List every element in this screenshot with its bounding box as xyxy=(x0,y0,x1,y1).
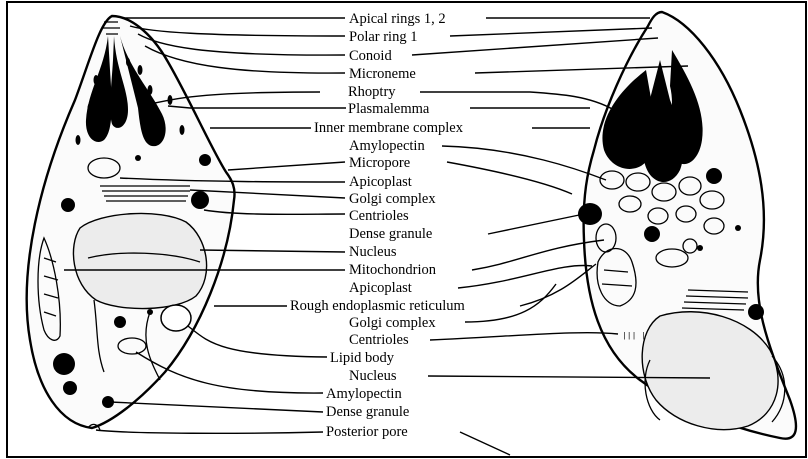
label-dense-granule-bottom: Dense granule xyxy=(326,404,409,420)
label-nucleus-left: Nucleus xyxy=(349,244,397,260)
label-golgi-right: Golgi complex xyxy=(349,315,436,331)
label-inner-membrane-complex: Inner membrane complex xyxy=(314,120,464,136)
left-dense-granule-1 xyxy=(191,191,209,209)
label-rough-er: Rough endoplasmic reticulum xyxy=(290,298,465,314)
label-micropore: Micropore xyxy=(349,155,410,171)
label-lipid-body: Lipid body xyxy=(330,350,395,366)
label-centrioles-right: Centrioles xyxy=(349,332,409,348)
label-apical-rings: Apical rings 1, 2 xyxy=(349,11,446,27)
label-polar-ring: Polar ring 1 xyxy=(349,29,417,45)
label-mitochondrion: Mitochondrion xyxy=(349,262,437,278)
label-amylopectin-bottom: Amylopectin xyxy=(326,386,402,402)
label-conoid: Conoid xyxy=(349,48,392,64)
label-centrioles-left: Centrioles xyxy=(349,208,409,224)
left-lipid-body xyxy=(161,305,191,331)
label-posterior-pore: Posterior pore xyxy=(326,424,408,440)
label-rhoptry: Rhoptry xyxy=(348,84,396,100)
left-dense-granule-2 xyxy=(61,198,75,212)
label-microneme: Microneme xyxy=(349,66,416,82)
label-dense-granule-top: Dense granule xyxy=(349,226,432,242)
label-apicoplast-right: Apicoplast xyxy=(349,280,412,296)
left-cell xyxy=(27,16,235,430)
label-plasmalemma: Plasmalemma xyxy=(348,101,430,117)
label-nucleus-right: Nucleus xyxy=(349,368,397,384)
label-amylopectin-top: Amylopectin xyxy=(349,138,425,154)
label-apicoplast-left: Apicoplast xyxy=(349,174,412,190)
right-cell: ||| ||| xyxy=(578,12,796,439)
label-golgi-left: Golgi complex xyxy=(349,191,436,207)
left-nucleus xyxy=(73,213,206,308)
